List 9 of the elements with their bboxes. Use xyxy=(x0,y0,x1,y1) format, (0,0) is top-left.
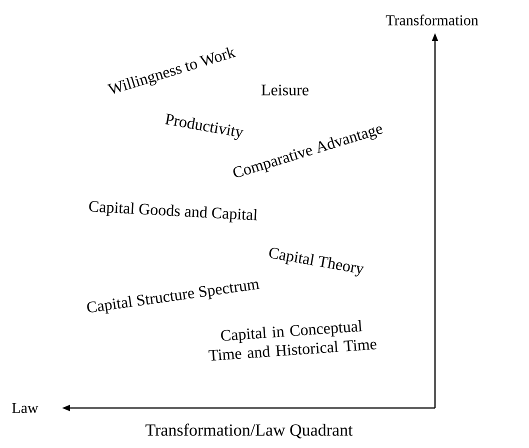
concept-label: Capital Theory xyxy=(269,248,364,276)
axis-label: Transformation xyxy=(386,14,478,26)
concept-label: Capital in Conceptual Time and Historical Time xyxy=(208,320,376,361)
caption: Transformation/Law Quadrant xyxy=(146,424,353,438)
concept-label: Capital Goods and Capital xyxy=(89,201,258,222)
concept-label: Leisure xyxy=(261,84,308,96)
concept-label: Productivity xyxy=(164,114,244,140)
axis-label: Law xyxy=(12,403,38,413)
concept-label: Capital Structure Spectrum xyxy=(87,282,260,314)
